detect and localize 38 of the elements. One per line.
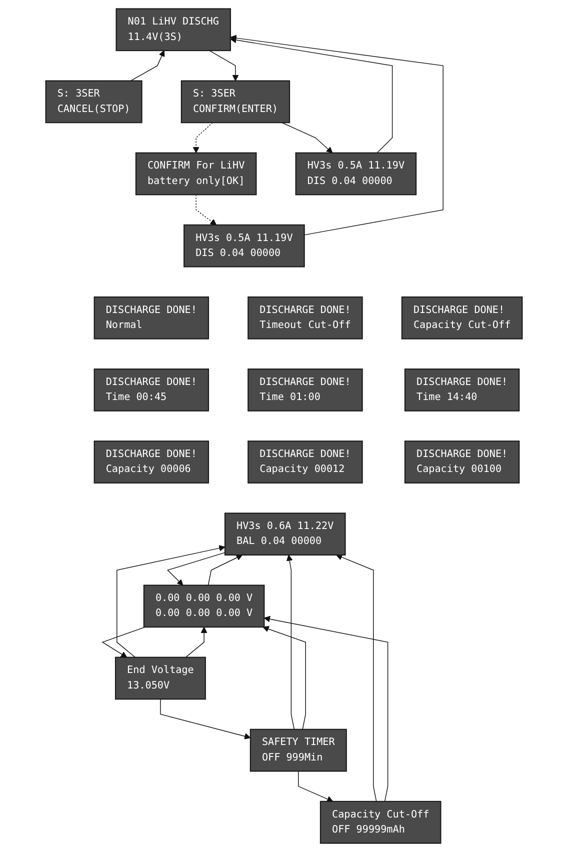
arrow bbox=[230, 36, 393, 153]
arrow bbox=[167, 552, 226, 586]
arrow bbox=[116, 544, 226, 658]
arrow bbox=[102, 626, 146, 658]
node-box: N01 LiHV DISCHG 11.4V(3S) bbox=[116, 8, 231, 51]
arrow bbox=[230, 34, 444, 235]
arrow bbox=[192, 122, 213, 153]
node-box: HV3s 0.5A 11.19V DIS 0.04 00000 bbox=[184, 224, 305, 267]
node-box: DISCHARGE DONE! Capacity 00100 bbox=[404, 440, 520, 483]
node-box: DISCHARGE DONE! Time 00:45 bbox=[94, 368, 210, 411]
node-box: HV3s 0.5A 11.19V DIS 0.04 00000 bbox=[295, 152, 417, 195]
node-box: DISCHARGE DONE! Timeout Cut-Off bbox=[248, 296, 363, 339]
arrow bbox=[208, 554, 243, 586]
node-box: End Voltage 13.050V bbox=[115, 656, 206, 700]
arrow bbox=[281, 122, 333, 153]
arrow bbox=[286, 554, 295, 730]
node-box: DISCHARGE DONE! Time 14:40 bbox=[404, 368, 520, 411]
node-box: CONFIRM For LiHV battery only[OK] bbox=[135, 152, 257, 195]
node-box: DISCHARGE DONE! Capacity Cut-Off bbox=[401, 296, 523, 339]
node-box: SAFETY TIMER OFF 999Min bbox=[250, 728, 347, 772]
arrow bbox=[196, 194, 217, 225]
node-box: S: 3SER CONFIRM(ENTER) bbox=[180, 80, 290, 123]
node-box: 0.00 0.00 0.00 V 0.00 0.00 0.00 V bbox=[143, 584, 265, 628]
node-box: DISCHARGE DONE! Normal bbox=[94, 296, 210, 339]
node-box: DISCHARGE DONE! Capacity 00006 bbox=[94, 440, 210, 483]
arrow bbox=[336, 554, 377, 802]
arrow bbox=[130, 50, 165, 81]
node-box: HV3s 0.6A 11.22V BAL 0.04 00000 bbox=[224, 512, 346, 556]
arrow bbox=[264, 615, 388, 802]
node-box: S: 3SER CANCEL(STOP) bbox=[45, 80, 142, 123]
node-box: DISCHARGE DONE! Time 01:00 bbox=[248, 368, 363, 411]
arrow bbox=[262, 625, 306, 730]
arrow bbox=[298, 770, 334, 802]
arrow bbox=[160, 698, 251, 739]
arrow bbox=[185, 626, 208, 658]
node-box: DISCHARGE DONE! Capacity 00012 bbox=[248, 440, 363, 483]
node-box: Capacity Cut-Off OFF 99999mAh bbox=[320, 800, 442, 844]
arrow bbox=[209, 50, 239, 81]
